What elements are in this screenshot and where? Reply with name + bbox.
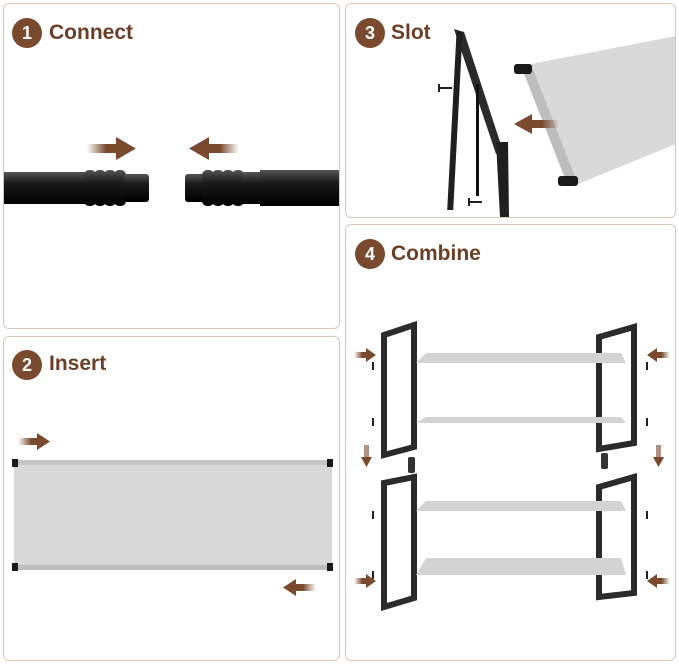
connector-icon	[408, 453, 608, 473]
step-connect-panel: 1 Connect	[3, 3, 340, 329]
side-frame	[447, 29, 509, 217]
shelf-board	[12, 459, 333, 571]
slot-illustration	[438, 29, 675, 217]
shelf-board	[514, 36, 675, 186]
step-title: Connect	[49, 21, 133, 44]
connect-illustration	[4, 137, 339, 206]
arrow-left-icon	[189, 137, 239, 160]
step-combine-panel: 4 Combine	[345, 224, 676, 661]
step-number-badge: 4	[355, 239, 385, 269]
step-number-badge: 3	[355, 18, 385, 48]
arrow-down-icon	[653, 445, 664, 467]
shelf-board	[416, 558, 626, 575]
step-title: Insert	[49, 352, 107, 375]
screw-icon	[468, 198, 482, 206]
shelf-board	[416, 417, 626, 423]
step-slot-panel: 3 Slot	[345, 3, 676, 218]
arrow-left-icon	[514, 114, 559, 134]
arrow-right-icon	[18, 433, 50, 450]
combine-illustration	[354, 320, 670, 612]
screw-icon	[372, 362, 648, 579]
shelf-board	[416, 353, 626, 363]
insert-illustration	[12, 433, 333, 596]
arrow-down-icon	[361, 445, 372, 467]
arrow-right-icon	[354, 348, 376, 362]
step-number-badge: 1	[12, 18, 42, 48]
arrow-right-icon	[87, 137, 136, 160]
side-frame	[381, 473, 417, 612]
side-frame	[596, 473, 637, 601]
step-insert-panel: 2 Insert	[3, 336, 340, 661]
arrow-left-icon	[647, 348, 670, 362]
left-tube	[4, 170, 149, 206]
step-title: Combine	[391, 242, 481, 265]
step-number-badge: 2	[12, 350, 42, 380]
side-frame	[596, 323, 637, 453]
step-title: Slot	[391, 21, 431, 44]
side-frame	[381, 320, 417, 459]
arrow-left-icon	[647, 574, 670, 588]
screw-icon	[438, 84, 452, 92]
right-tube	[185, 170, 339, 206]
shelf-board	[416, 501, 626, 511]
arrow-left-icon	[283, 579, 316, 596]
arrow-right-icon	[354, 574, 376, 588]
